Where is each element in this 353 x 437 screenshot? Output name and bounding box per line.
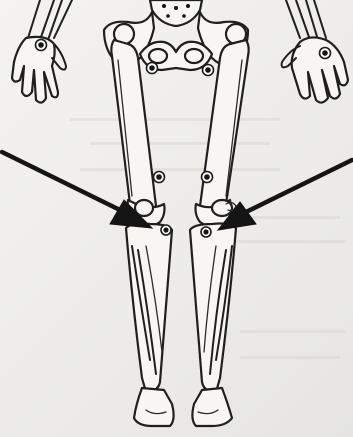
left-arm [28,0,72,40]
left-lower-leg [126,224,172,393]
left-foot [134,388,174,426]
right-hand [282,37,348,102]
marker-left-wrist [36,40,47,51]
marker-left-hip [147,63,158,74]
right-lower-leg [190,224,236,393]
marker-right-knee [201,227,211,237]
marker-right-thigh [202,172,213,183]
right-foot [192,388,232,426]
marker-right-wrist [320,48,331,59]
right-arm [286,0,326,40]
marker-right-hip [203,65,214,76]
marker-left-knee [161,225,171,235]
sacrum [150,0,202,26]
marker-left-thigh [154,172,165,183]
